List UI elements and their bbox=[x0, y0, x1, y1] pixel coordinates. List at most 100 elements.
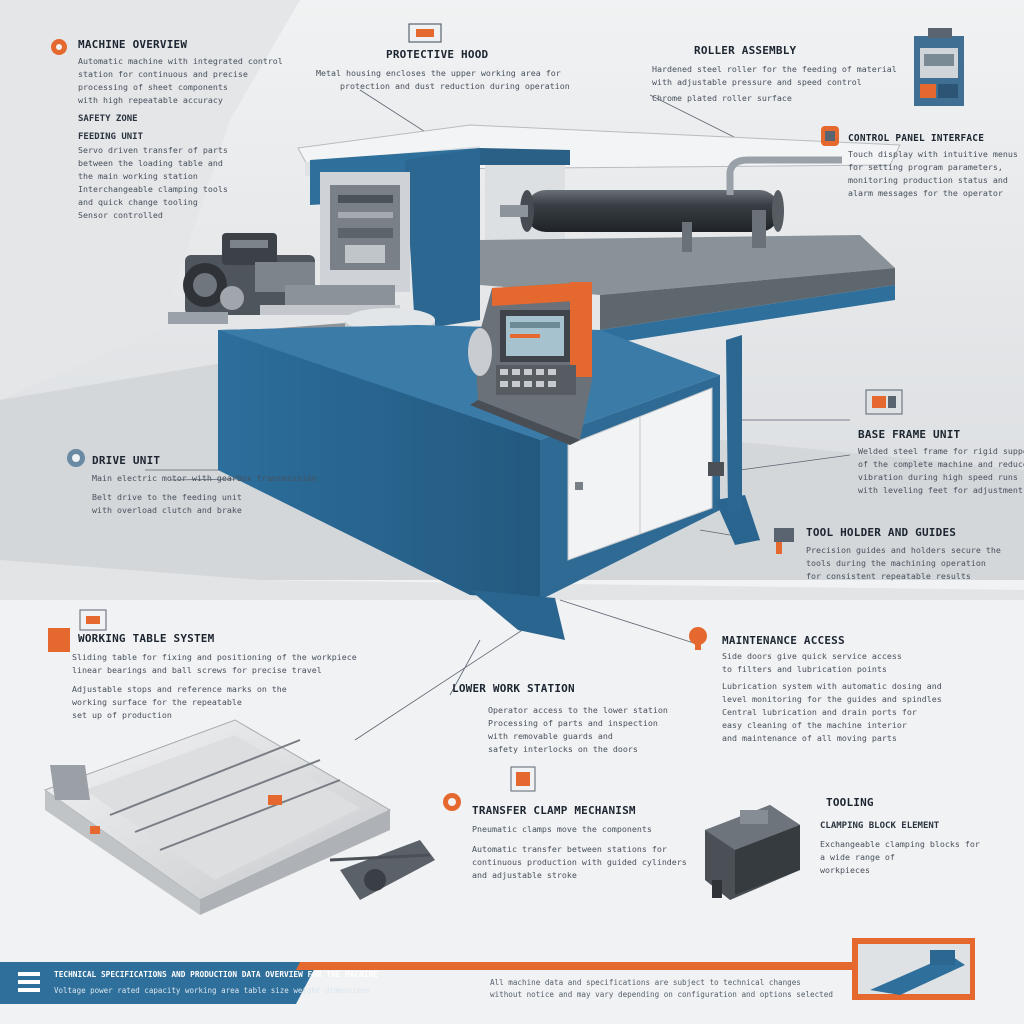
clamp-icon bbox=[510, 766, 536, 792]
overhead-pipe bbox=[726, 156, 842, 195]
callout-transfer-clamp: TRANSFER CLAMP MECHANISM Pneumatic clamp… bbox=[472, 804, 687, 882]
callout-title: MAINTENANCE ACCESS bbox=[722, 634, 845, 647]
callout-line: Metal housing encloses the upper working… bbox=[316, 68, 561, 78]
callout-drive-unit: DRIVE UNIT Main electric motor with gear… bbox=[92, 454, 317, 517]
callout-line: workpieces bbox=[820, 865, 870, 875]
callout-line: Interchangeable clamping tools bbox=[78, 184, 228, 194]
callout-subtitle: CLAMPING BLOCK ELEMENT bbox=[820, 821, 940, 831]
callout-line: with overload clutch and brake bbox=[92, 505, 242, 515]
footer-note: All machine data and specifications are … bbox=[490, 978, 801, 987]
callout-title: WORKING TABLE SYSTEM bbox=[78, 632, 215, 645]
callout-tool-holder: TOOL HOLDER AND GUIDES Precision guides … bbox=[806, 526, 1001, 583]
callout-line: Belt drive to the feeding unit bbox=[92, 492, 242, 502]
callout-title: PROTECTIVE HOOD bbox=[386, 48, 489, 61]
callout-line: alarm messages for the operator bbox=[848, 188, 1003, 198]
callout-line: Precision guides and holders secure the bbox=[806, 545, 1001, 555]
callout-subtitle: FEEDING UNIT bbox=[78, 132, 144, 142]
callout-control-panel: CONTROL PANEL INTERFACE Touch display wi… bbox=[848, 132, 1018, 200]
callout-line: linear bearings and ball screws for prec… bbox=[72, 665, 322, 675]
callout-line: Hardened steel roller for the feeding of… bbox=[652, 64, 897, 74]
callout-line: Touch display with intuitive menus bbox=[848, 149, 1018, 159]
callout-line: processing of sheet components bbox=[78, 82, 228, 92]
table-icon bbox=[48, 609, 107, 652]
footer-orange-stripe bbox=[296, 962, 870, 970]
gear-icon bbox=[51, 39, 67, 55]
callout-title: LOWER WORK STATION bbox=[452, 682, 575, 695]
callout-line: Sensor controlled bbox=[78, 210, 163, 220]
callout-base-frame: BASE FRAME UNIT Welded steel frame for r… bbox=[858, 428, 1024, 497]
callout-line: a wide range of bbox=[820, 852, 895, 862]
background-lower bbox=[0, 580, 1024, 1024]
roller-bed-blue-edge bbox=[600, 285, 895, 345]
display-icon bbox=[865, 389, 903, 415]
callout-line: working surface for the repeatable bbox=[72, 697, 242, 707]
callout-line: Welded steel frame for rigid support bbox=[858, 446, 1024, 456]
callout-line: the main working station bbox=[78, 171, 198, 181]
transfer-icon bbox=[443, 793, 461, 811]
callout-line: tools during the machining operation bbox=[806, 558, 986, 568]
cabinet-leg-right bbox=[715, 495, 760, 545]
roller-bed-front bbox=[600, 268, 895, 330]
callout-line: and adjustable stroke bbox=[472, 870, 577, 880]
wrench-icon bbox=[689, 627, 707, 650]
callout-line: Sliding table for fixing and positioning… bbox=[72, 652, 357, 662]
callout-line: for consistent repeatable results bbox=[806, 571, 971, 581]
control-panel bbox=[468, 282, 592, 445]
working-table-tray bbox=[43, 719, 435, 915]
callout-line: and maintenance of all moving parts bbox=[722, 733, 897, 743]
callout-line: between the loading table and bbox=[78, 158, 223, 168]
callout-lower-station: LOWER WORK STATION Operator access to th… bbox=[452, 682, 668, 756]
callout-title: TOOLING bbox=[826, 796, 874, 809]
callout-line: to filters and lubrication points bbox=[722, 664, 887, 674]
callout-line: Chrome plated roller surface bbox=[652, 93, 792, 103]
footer-line: Voltage power rated capacity working are… bbox=[54, 986, 371, 995]
callout-line: set up of production bbox=[72, 710, 172, 720]
callout-line: monitoring production status and bbox=[848, 175, 1008, 185]
callout-line: Operator access to the lower station bbox=[488, 705, 668, 715]
upper-frame-beam bbox=[480, 148, 570, 165]
motor-icon bbox=[67, 449, 85, 467]
callout-line: safety interlocks on the doors bbox=[488, 744, 638, 754]
callout-protective-hood: PROTECTIVE HOOD Metal housing encloses t… bbox=[316, 48, 570, 93]
clamping-block bbox=[705, 805, 800, 900]
callout-line: for setting program parameters, bbox=[848, 162, 1003, 172]
background-shape bbox=[0, 0, 300, 400]
roller-icon bbox=[821, 126, 839, 146]
callout-title: TOOL HOLDER AND GUIDES bbox=[806, 526, 957, 539]
roller-bed bbox=[480, 235, 895, 295]
callout-line: Automatic machine with integrated contro… bbox=[78, 56, 283, 66]
cabinet-leg-front bbox=[470, 590, 565, 640]
footer-blue-band bbox=[0, 962, 318, 1004]
upper-frame-pillar bbox=[405, 148, 480, 330]
background-lower-shade bbox=[0, 560, 1024, 600]
callout-line: easy cleaning of the machine interior bbox=[722, 720, 907, 730]
frame-icon bbox=[774, 528, 794, 554]
callout-line: Lubrication system with automatic dosing… bbox=[722, 681, 942, 691]
callout-title: TRANSFER CLAMP MECHANISM bbox=[472, 804, 636, 817]
callout-line: with leveling feet for adjustment bbox=[858, 485, 1023, 495]
callout-subtitle: SAFETY ZONE bbox=[78, 114, 138, 124]
callout-line: Processing of parts and inspection bbox=[488, 718, 658, 728]
callout-line: Servo driven transfer of parts bbox=[78, 145, 228, 155]
callout-line: level monitoring for the guides and spin… bbox=[722, 694, 942, 704]
callout-title: BASE FRAME UNIT bbox=[858, 428, 961, 441]
footer-note: without notice and may vary depending on… bbox=[490, 990, 833, 999]
control-cabinet-icon bbox=[914, 28, 964, 106]
callout-line: station for continuous and precise bbox=[78, 69, 248, 79]
callout-machine-overview: MACHINE OVERVIEW Automatic machine with … bbox=[78, 38, 283, 222]
callout-line: Exchangeable clamping blocks for bbox=[820, 839, 980, 849]
callout-line: with high repeatable accuracy bbox=[78, 95, 223, 105]
callout-line: and quick change tooling bbox=[78, 197, 198, 207]
callout-tooling: TOOLING CLAMPING BLOCK ELEMENT Exchangea… bbox=[820, 796, 980, 877]
callout-roller-assembly: ROLLER ASSEMBLY Hardened steel roller fo… bbox=[652, 44, 897, 105]
callout-line: Adjustable stops and reference marks on … bbox=[72, 684, 287, 694]
callout-title: DRIVE UNIT bbox=[92, 454, 161, 467]
callout-title: MACHINE OVERVIEW bbox=[78, 38, 188, 51]
callout-working-table: WORKING TABLE SYSTEM Sliding table for f… bbox=[72, 632, 357, 722]
callout-maintenance-access: MAINTENANCE ACCESS Side doors give quick… bbox=[722, 634, 942, 745]
roller bbox=[525, 190, 780, 232]
callout-line: Automatic transfer between stations for bbox=[472, 844, 667, 854]
callout-line: continuous production with guided cylind… bbox=[472, 857, 687, 867]
callout-line: Pneumatic clamps move the components bbox=[472, 824, 652, 834]
